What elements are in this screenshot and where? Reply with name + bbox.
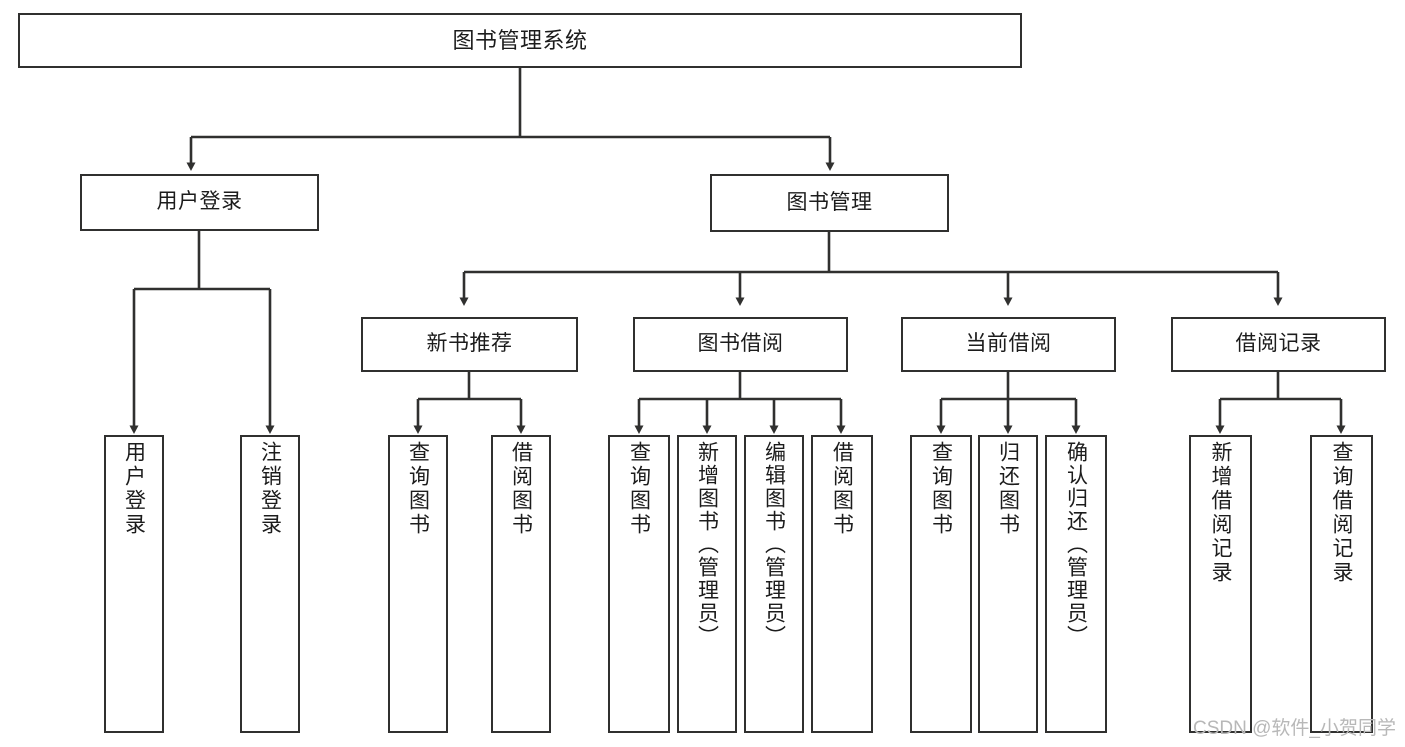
node-label: 编辑图书（管理员）	[762, 441, 786, 648]
node-label: 查询借阅记录	[1330, 441, 1353, 585]
node-label: 用户登录	[156, 190, 243, 214]
node-label: 当前借阅	[965, 332, 1052, 356]
node-label: 借阅图书	[830, 441, 854, 537]
node-label: 新增借阅记录	[1209, 441, 1232, 585]
node-leaf-borrow-book-recommend[interactable]: 借阅图书	[491, 435, 551, 733]
node-leaf-query-borrow-record[interactable]: 查询借阅记录	[1310, 435, 1373, 733]
node-label: 确认归还（管理员）	[1064, 441, 1088, 648]
node-leaf-borrow-book[interactable]: 借阅图书	[811, 435, 873, 733]
node-label: 注销登录	[258, 441, 282, 537]
watermark-text: CSDN @软件_小贺同学	[1193, 718, 1396, 739]
node-leaf-add-book-admin[interactable]: 新增图书（管理员）	[677, 435, 737, 733]
node-label: 借阅记录	[1235, 332, 1322, 356]
node-leaf-query-book-current[interactable]: 查询图书	[910, 435, 972, 733]
node-leaf-return-book[interactable]: 归还图书	[978, 435, 1038, 733]
node-new-book-recommend[interactable]: 新书推荐	[361, 317, 578, 372]
node-leaf-user-login[interactable]: 用户登录	[104, 435, 164, 733]
node-leaf-query-book-borrow[interactable]: 查询图书	[608, 435, 670, 733]
node-leaf-confirm-return-admin[interactable]: 确认归还（管理员）	[1045, 435, 1107, 733]
node-book-borrow[interactable]: 图书借阅	[633, 317, 848, 372]
node-label: 新增图书（管理员）	[695, 441, 719, 648]
node-leaf-add-borrow-record[interactable]: 新增借阅记录	[1189, 435, 1252, 733]
node-label: 借阅图书	[509, 441, 533, 537]
node-borrow-record[interactable]: 借阅记录	[1171, 317, 1386, 372]
node-book-management[interactable]: 图书管理	[710, 174, 949, 232]
node-label: 查询图书	[406, 441, 430, 537]
node-current-borrow[interactable]: 当前借阅	[901, 317, 1116, 372]
node-root-system[interactable]: 图书管理系统	[18, 13, 1022, 68]
node-label: 归还图书	[996, 441, 1020, 537]
node-label: 新书推荐	[426, 332, 513, 356]
node-label: 图书管理系统	[452, 27, 588, 53]
node-label: 用户登录	[122, 441, 146, 537]
node-label: 查询图书	[627, 441, 651, 537]
node-label: 查询图书	[929, 441, 953, 537]
node-user-login[interactable]: 用户登录	[80, 174, 319, 231]
node-label: 图书借阅	[697, 332, 784, 356]
node-leaf-query-book-recommend[interactable]: 查询图书	[388, 435, 448, 733]
node-leaf-logout[interactable]: 注销登录	[240, 435, 300, 733]
node-label: 图书管理	[786, 190, 873, 214]
node-leaf-edit-book-admin[interactable]: 编辑图书（管理员）	[744, 435, 804, 733]
